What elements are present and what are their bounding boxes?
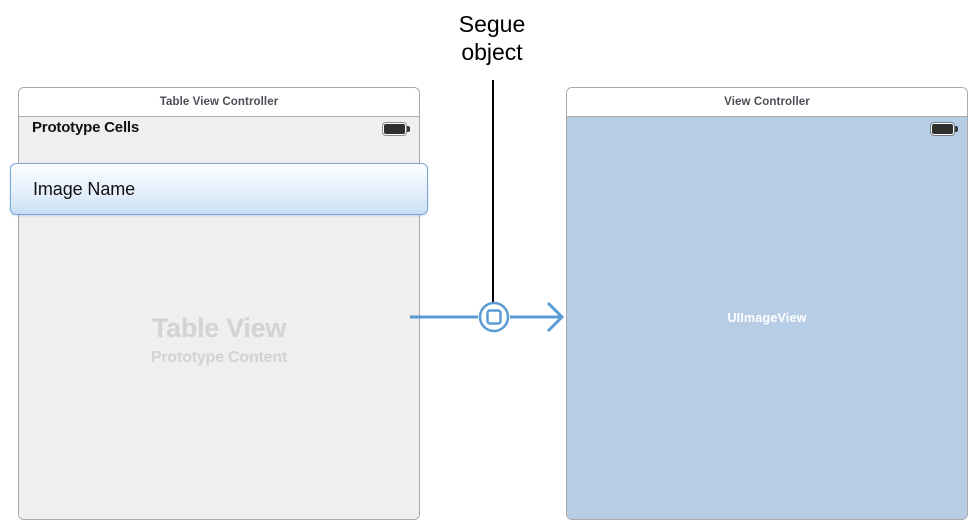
battery-icon xyxy=(931,123,958,135)
scene-view-controller[interactable]: View Controller UIImageView xyxy=(566,87,968,520)
arrow-right-icon xyxy=(546,301,565,333)
battery-nub xyxy=(407,126,410,132)
scene-title-view: View Controller xyxy=(724,96,810,108)
prototype-cell-overlay-layer: Image Name xyxy=(10,116,428,520)
table-view-watermark: Table View Prototype Content xyxy=(19,313,419,367)
uiimageview-label: UIImageView xyxy=(727,311,807,325)
watermark-subtitle: Prototype Content xyxy=(150,349,288,366)
battery-nub xyxy=(955,126,958,132)
segue-connector[interactable] xyxy=(410,292,580,342)
scene-body-view: UIImageView xyxy=(567,117,967,519)
scene-titlebar-view: View Controller xyxy=(567,88,967,117)
table-section-header: Prototype Cells xyxy=(32,119,140,136)
segue-circle[interactable] xyxy=(478,301,510,333)
prototype-cell-image-name[interactable]: Image Name xyxy=(10,163,428,215)
status-bar-table xyxy=(19,117,419,138)
scene-titlebar-table: Table View Controller xyxy=(19,88,419,117)
segue-rounded-square-icon xyxy=(486,309,502,325)
scene-title-table: Table View Controller xyxy=(159,96,279,108)
battery-body xyxy=(383,123,406,135)
prototype-cell-label: Image Name xyxy=(33,178,136,199)
segue-annotation-leader-line xyxy=(492,80,494,308)
battery-icon xyxy=(383,123,410,135)
uiimageview-element[interactable]: UIImageView xyxy=(567,117,967,519)
battery-body xyxy=(931,123,954,135)
scene-table-view-controller[interactable]: Table View Controller Prototype Cells Ta… xyxy=(18,87,420,520)
watermark-title: Table View xyxy=(151,313,287,343)
segue-annotation-label: Segue object xyxy=(458,11,526,65)
